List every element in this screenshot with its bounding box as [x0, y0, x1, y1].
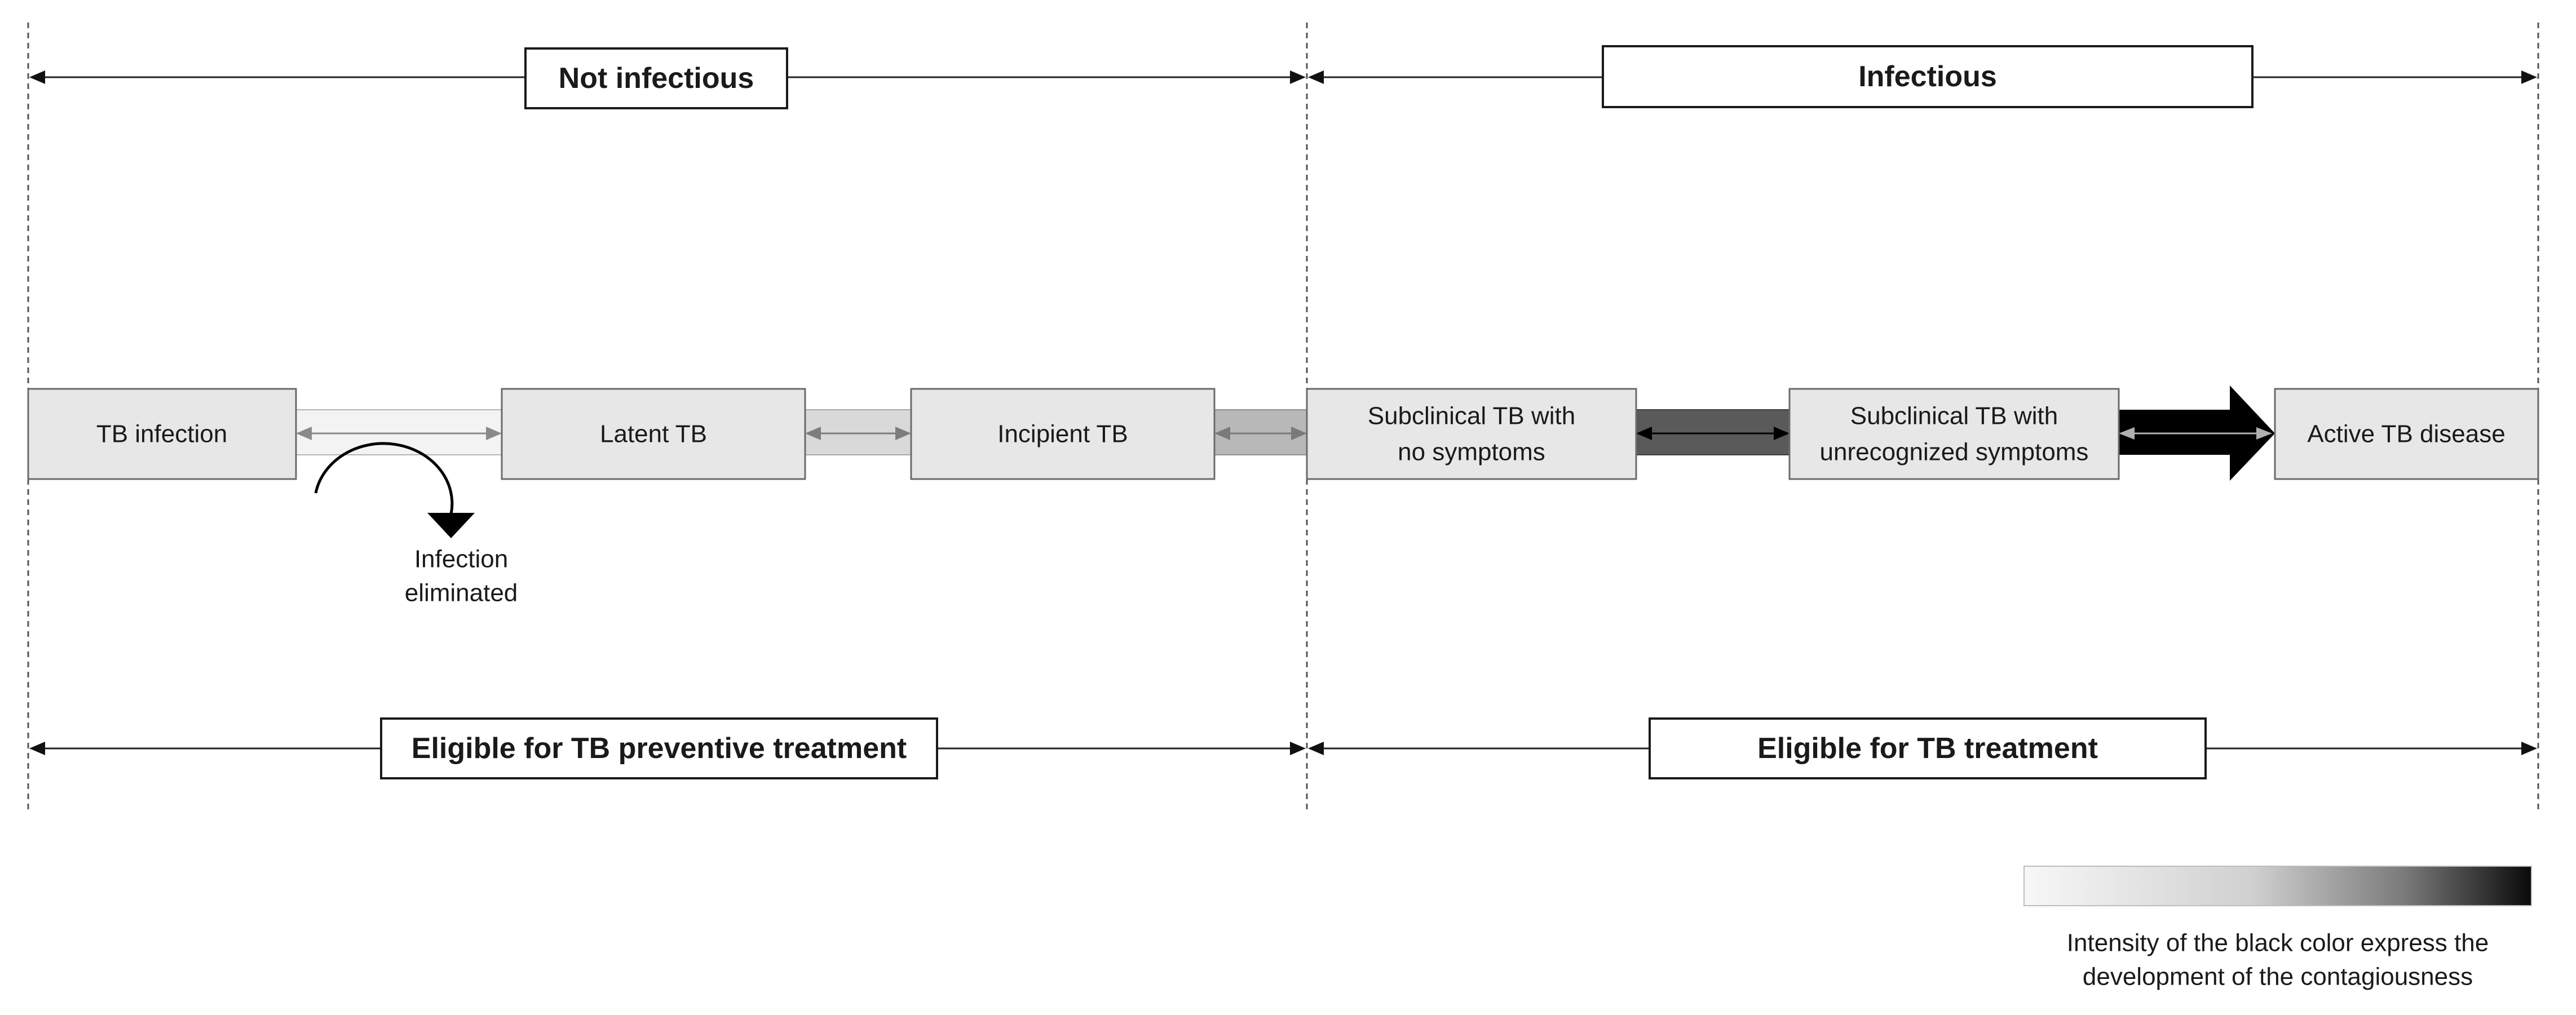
stage-subclinical-no-symptoms-line1: Subclinical TB with [1368, 402, 1575, 430]
intensity-gradient-bar [2023, 866, 2532, 906]
not-infectious-label: Not infectious [559, 62, 754, 95]
treatment-label-box: Eligible for TB treatment [1649, 717, 2207, 779]
connector-latent-incipient [805, 409, 912, 455]
elimination-label-line1: Infection [414, 546, 508, 573]
stage-latent-tb: Latent TB [501, 388, 806, 480]
stage-subclinical-no-symptoms: Subclinical TB with no symptoms [1306, 388, 1637, 480]
treatment-label: Eligible for TB treatment [1757, 732, 2098, 765]
connector-subclinical-unrecognized [1636, 409, 1790, 455]
stage-tb-infection: TB infection [27, 388, 297, 480]
preventive-label: Eligible for TB preventive treatment [412, 732, 907, 765]
stage-active-tb-label: Active TB disease [2307, 420, 2505, 448]
not-infectious-label-box: Not infectious [524, 47, 788, 109]
connector-infection-latent [295, 409, 502, 455]
legend-caption-line1: Intensity of the black color express the [2067, 929, 2489, 957]
stage-subclinical-unrecognized-line2: unrecognized symptoms [1820, 438, 2089, 466]
elimination-label-line2: eliminated [405, 579, 518, 607]
stage-subclinical-unrecognized-line1: Subclinical TB with [1850, 402, 2058, 430]
infectious-label: Infectious [1858, 60, 1997, 93]
stage-subclinical-unrecognized: Subclinical TB with unrecognized symptom… [1788, 388, 2120, 480]
stage-latent-tb-label: Latent TB [600, 420, 707, 448]
connector-incipient-subclinical [1214, 409, 1307, 455]
infectious-label-box: Infectious [1602, 45, 2254, 108]
stage-tb-infection-label: TB infection [96, 420, 227, 448]
stage-active-tb: Active TB disease [2274, 388, 2539, 480]
legend-caption-line2: development of the contagiousness [2083, 963, 2473, 991]
elimination-arrow [314, 442, 475, 538]
stage-incipient-tb-label: Incipient TB [997, 420, 1128, 448]
preventive-label-box: Eligible for TB preventive treatment [380, 717, 938, 779]
stage-subclinical-no-symptoms-line2: no symptoms [1398, 438, 1545, 466]
stage-incipient-tb: Incipient TB [910, 388, 1216, 480]
connector-unrecognized-active [2119, 385, 2275, 481]
